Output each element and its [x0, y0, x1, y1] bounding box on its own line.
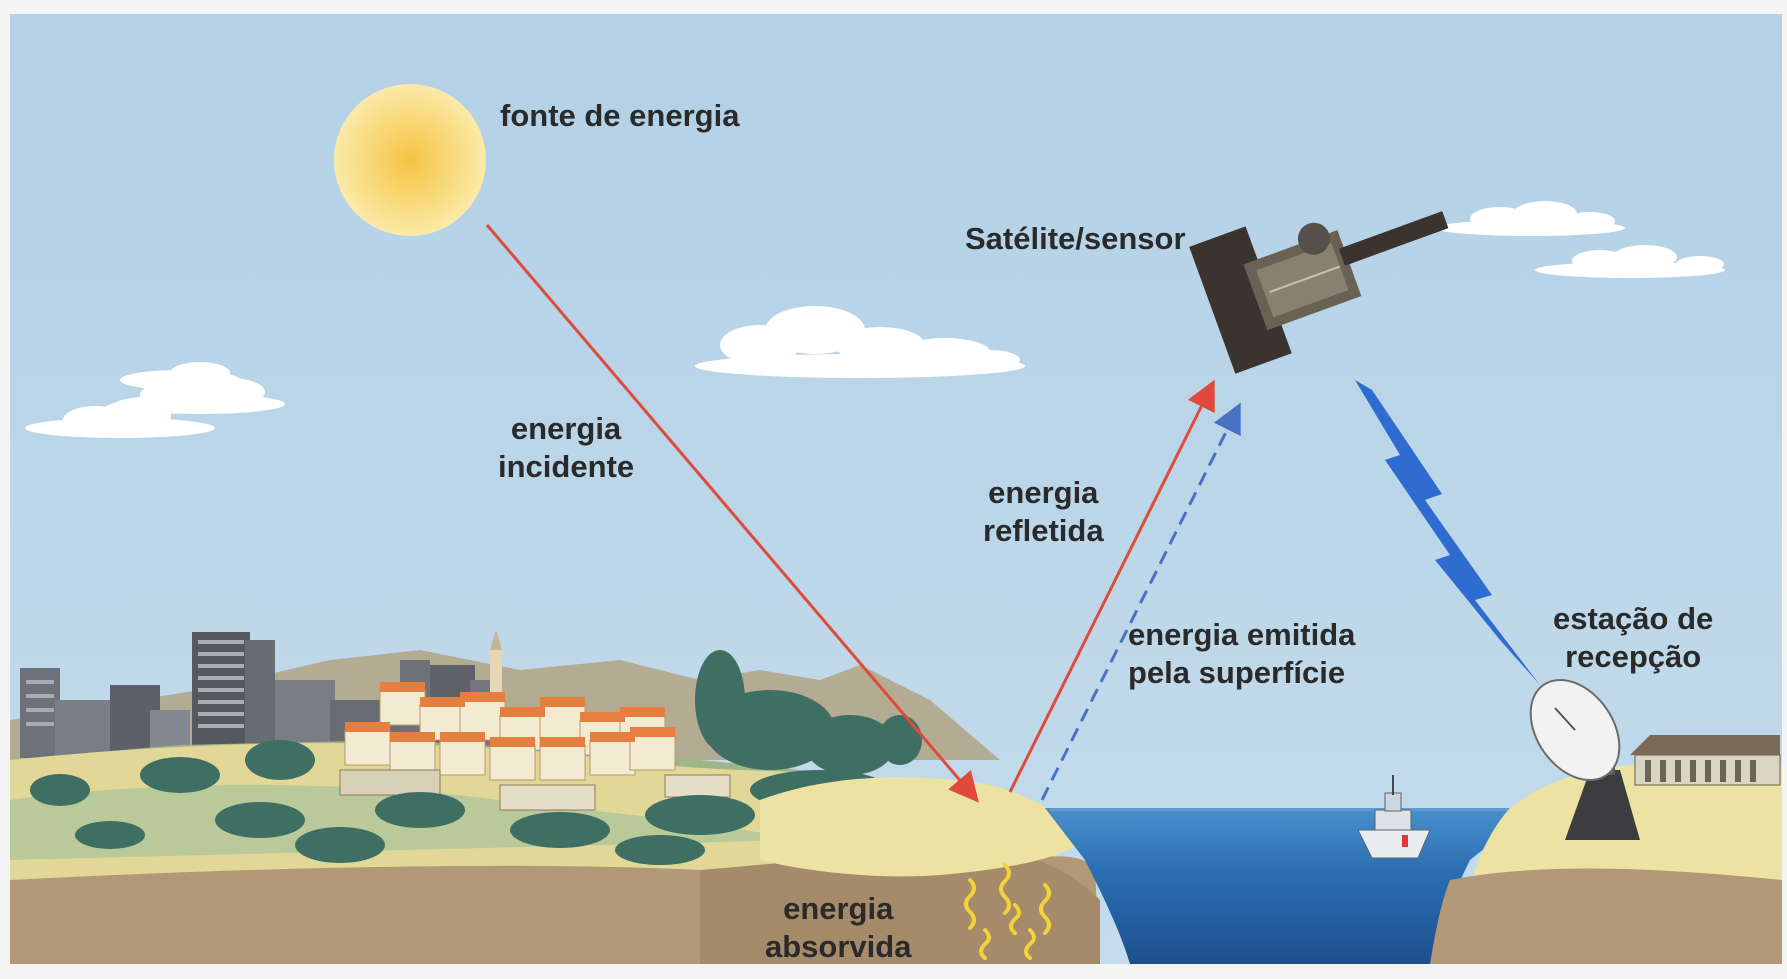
sand-hill-center	[760, 777, 1085, 877]
incident-line-1: energia	[510, 411, 622, 446]
trees	[30, 650, 922, 865]
satellite-sensor-label: Satélite/sensor	[965, 221, 1186, 256]
emitted-energy-label: energia emitida pela superfície	[1128, 616, 1355, 692]
reflected-line-2: refletida	[983, 513, 1104, 548]
heat-wave-icon	[964, 863, 1051, 960]
cloud-icon	[1435, 201, 1625, 236]
lightning-bolt-icon	[1355, 380, 1540, 685]
absorbed-line-2: absorvida	[765, 929, 912, 964]
sun-icon	[334, 84, 486, 236]
building-icon	[339, 682, 731, 811]
reflected-line-1: energia	[988, 475, 1099, 510]
station-line-2: recepção	[1565, 639, 1702, 674]
absorbed-energy-label: energia absorvida	[765, 890, 911, 966]
ship-icon	[1357, 775, 1431, 859]
receiving-station-label: estação de recepção	[1553, 600, 1713, 676]
absorbed-line-1: energia	[783, 891, 894, 926]
cloud-icon	[25, 362, 285, 438]
reflected-energy-label: energia refletida	[983, 474, 1104, 550]
soil-right	[1430, 868, 1782, 964]
energy-source-label: fonte de energia	[500, 98, 740, 133]
station-line-1: estação de	[1553, 601, 1714, 636]
emitted-line-1: energia emitida	[1128, 617, 1356, 652]
cloud-icon	[1535, 245, 1725, 278]
satellite-icon	[1189, 211, 1449, 374]
emitted-energy-arrow	[1040, 402, 1241, 801]
dish-antenna-icon	[1529, 678, 1640, 840]
incident-energy-label: energia incidente	[498, 410, 634, 486]
incident-line-2: incidente	[498, 449, 635, 484]
incident-energy-arrow	[485, 224, 979, 803]
station-building	[1630, 735, 1781, 786]
reflected-energy-arrow	[1008, 379, 1215, 793]
cloud-icon	[695, 306, 1025, 378]
emitted-line-2: pela superfície	[1128, 655, 1346, 690]
